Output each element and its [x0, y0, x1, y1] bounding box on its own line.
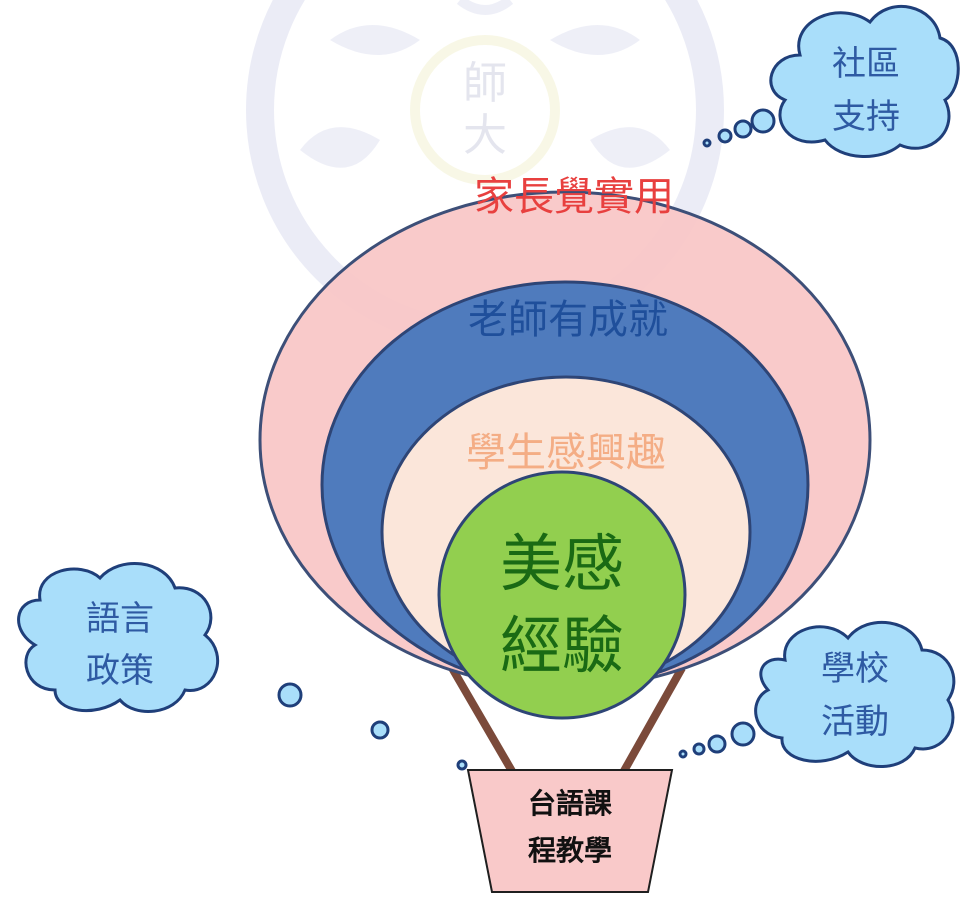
- watermark-char-bottom: 大: [463, 110, 507, 161]
- school-activities-cloud: 學校 活動: [754, 620, 956, 768]
- school-activities-thought-dots: [678, 721, 756, 759]
- third-layer-label: 學生感興趣: [466, 430, 666, 476]
- basket-label-line2: 程教學: [528, 834, 612, 867]
- community-cloud-line1: 社區: [832, 44, 900, 84]
- language-policy-cloud-line2: 政策: [86, 651, 154, 691]
- outer-layer-label: 家長覺實用: [474, 174, 674, 220]
- community-support-cloud: 社區 支持: [769, 5, 960, 158]
- basket-label-line1: 台語課: [528, 787, 613, 820]
- second-layer-label: 老師有成就: [468, 297, 668, 343]
- core-circle: [437, 470, 687, 720]
- watermark-char-top: 師: [463, 58, 507, 109]
- school-activities-cloud-line2: 活動: [821, 702, 889, 742]
- language-policy-cloud: 語言 政策: [17, 562, 220, 713]
- core-label-line2: 經驗: [500, 609, 624, 682]
- left-rope: [448, 665, 520, 781]
- school-activities-cloud-line1: 學校: [821, 649, 889, 689]
- community-cloud-line2: 支持: [832, 97, 900, 137]
- language-policy-thought-dots: [277, 682, 468, 771]
- basket: [466, 769, 674, 893]
- community-thought-dots: [702, 108, 776, 148]
- core-label-line1: 美感: [500, 527, 624, 600]
- right-rope: [616, 666, 686, 780]
- language-policy-cloud-line1: 語言: [86, 599, 154, 639]
